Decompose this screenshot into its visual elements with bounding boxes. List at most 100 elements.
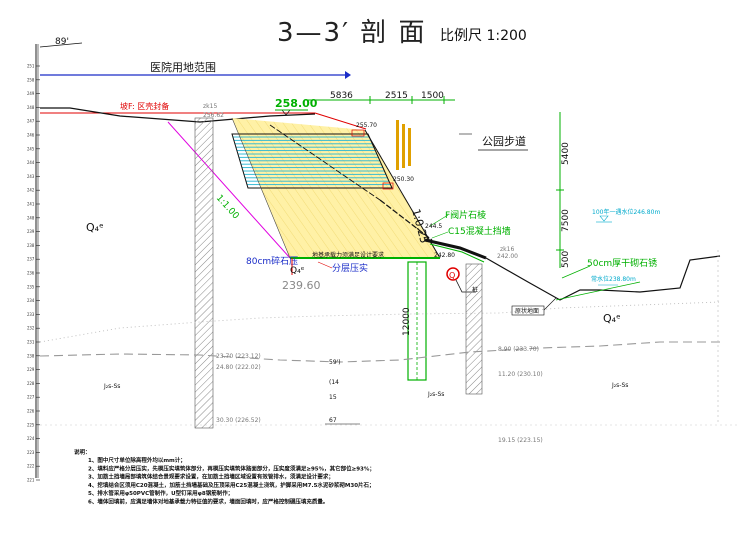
slope-1-100: 1:1.00 <box>214 193 241 221</box>
zk16-label: zk16 <box>500 246 514 253</box>
notes-list: 1、图中尺寸单位除高程外均以mm计；2、填料应严格分层压实，先模压实填筑体部分，… <box>88 456 375 506</box>
ruler-tick-label: 244 <box>27 160 35 165</box>
ruler-tick-label: 235 <box>27 284 35 289</box>
water-high: 100年一遇水位246.80m <box>592 208 660 216</box>
ruler-tick-label: 223 <box>27 450 35 455</box>
ruler-tick-label: 233 <box>27 312 35 317</box>
center-text-1: 59') <box>329 359 341 366</box>
concrete-wall <box>424 238 487 260</box>
depth-right-2: 11.20 (230.10) <box>498 371 543 378</box>
water-low: 常水位238.80m <box>591 275 636 283</box>
ruler-tick-label: 229 <box>27 367 35 372</box>
ruler-tick-label: 224 <box>27 436 35 441</box>
ruler-tick-label: 242 <box>27 188 35 193</box>
marker-letter: Q <box>449 271 455 280</box>
ground-line-left <box>40 107 316 123</box>
stake-label: 桩 <box>472 286 478 294</box>
note-line: 1、图中尺寸单位除高程外均以mm计； <box>88 456 186 464</box>
elev-255-70: 255.70 <box>356 122 377 129</box>
jus-left: J₂s-Ss <box>103 383 120 390</box>
ruler-tick-label: 228 <box>27 381 35 386</box>
depth-left-2: 24.80 (222.02) <box>216 364 261 371</box>
layer-compact: 分层压实 <box>332 262 368 274</box>
gravel-80cm: 80cm碎石压 <box>246 255 298 267</box>
rock-label: F阀片石棱 <box>445 209 486 221</box>
ruler-tick-label: 237 <box>27 257 35 262</box>
foundation-req: 地基承载力须满足设计要求 <box>312 251 384 259</box>
ruler-tick-label: 243 <box>27 174 35 179</box>
elevation-ruler: 251 250 249 248 247 246 245 244 243 242 241 240 239 2… <box>27 44 40 483</box>
ruler-tick-label: 247 <box>27 119 35 124</box>
ruler-tick-label: 245 <box>27 146 35 151</box>
elev-250-30: 250.30 <box>393 176 414 183</box>
elev-258: 258.00 <box>275 97 318 110</box>
dim-5400: 5400 <box>561 142 571 165</box>
depth-right-3: 19.15 (223.15) <box>498 437 543 444</box>
ruler-tick-label: 241 <box>27 202 35 207</box>
dim-7500: 7500 <box>561 209 571 232</box>
note-line: 6、墙体回填前，应满足墙体对地基承载力特征值的要求，墙面回填时，应严格控制碾压填… <box>88 498 328 506</box>
wall-elev: 244.5 <box>425 223 442 230</box>
drill-column-left <box>194 117 214 429</box>
ruler-tick-label: 234 <box>27 298 35 303</box>
ruler-tick-label: 250 <box>27 77 35 82</box>
bed-50cm: 50cm厚干砌石锈 <box>587 257 657 269</box>
center-text-3: 15 <box>329 394 337 401</box>
center-text-4: 67 <box>329 417 337 424</box>
dim-500: 500 <box>561 251 571 268</box>
depth-left-1: 23.70 (223.12) <box>216 353 261 360</box>
slope-protect-label: 坡F: 区壳封备 <box>120 101 169 111</box>
ruler-tick-label: 238 <box>27 243 35 248</box>
bedrock-interface <box>39 341 720 363</box>
dim-12000: 12000 <box>402 307 412 336</box>
ruler-tick-label: 221 <box>27 478 35 483</box>
zk15-elev: 256.62 <box>203 112 224 119</box>
note-line: 3、加筋土挡墙局部填筑体结合景观要求设置，在加筋土挡墙区域设置有效管排水，须满足… <box>88 473 334 481</box>
marker-circle <box>446 267 460 281</box>
ruler-tick-label: 236 <box>27 271 35 276</box>
note-line: 4、挖填结合区须用C20混凝土，加筋土挡墙基础及压顶采用C25混凝土浇筑，护脚采… <box>88 481 375 489</box>
q4-label-left: Q₄ᵉ <box>86 221 104 234</box>
scale-label: 比例尺 1:200 <box>440 28 527 44</box>
ruler-tick-label: 231 <box>27 340 35 345</box>
zk15-label: zk15 <box>203 103 217 110</box>
notes-title: 说明： <box>74 448 91 456</box>
ruler-tick-label: 232 <box>27 326 35 331</box>
elev-242-8: 242.80 <box>434 252 455 259</box>
top-left-value: 89' <box>55 37 69 47</box>
park-label: 公园步道 <box>482 134 526 148</box>
ruler-tick-label: 222 <box>27 464 35 469</box>
striped-block <box>231 133 393 189</box>
jus-mid: J₂s-Ss <box>427 391 444 398</box>
jus-right: J₂s-Ss <box>611 382 628 389</box>
q4-label-right: Q₄ᵉ <box>603 312 621 325</box>
section-title: 3—3′ 剖 面 <box>277 18 427 48</box>
depth-left-3: 30.30 (226.52) <box>216 417 261 424</box>
depth-right-1: 8.90 (233.70) <box>498 346 539 353</box>
ruler-tick-label: 246 <box>27 133 35 138</box>
ruler-tick-label: 240 <box>27 215 35 220</box>
note-line: 5、排水管采用φ50PVC管制作，U型钉采用φ8钢筋制作； <box>88 489 233 497</box>
ruler-tick-label: 226 <box>27 409 35 414</box>
ruler-tick-label: 225 <box>27 422 35 427</box>
slope-magenta-line <box>167 121 291 259</box>
dim-1500: 1500 <box>421 91 444 101</box>
dim-5836: 5836 <box>330 91 353 101</box>
elev-239-60: 239.60 <box>282 279 321 292</box>
ruler-tick-label: 249 <box>27 91 35 96</box>
ruler-tick-label: 230 <box>27 353 35 358</box>
vertical-notes <box>396 120 411 170</box>
dim-2515: 2515 <box>385 91 408 101</box>
center-text-2: (14 <box>329 379 339 386</box>
q4-label-center: Q₄ᵉ <box>290 266 305 276</box>
ruler-tick-label: 239 <box>27 229 35 234</box>
drill-column-right <box>465 263 483 395</box>
zk16-elev: 242.00 <box>497 253 518 260</box>
hospital-label: 医院用地范围 <box>150 60 216 74</box>
river-profile <box>485 255 721 301</box>
ruler-tick-label: 227 <box>27 395 35 400</box>
ruler-tick-label: 251 <box>27 64 35 69</box>
note-line: 2、填料应严格分层压实，先模压实填筑体部分，再模压实填筑体路面部分，压实度须满足… <box>88 464 375 472</box>
ruler-tick-label: 248 <box>27 105 35 110</box>
